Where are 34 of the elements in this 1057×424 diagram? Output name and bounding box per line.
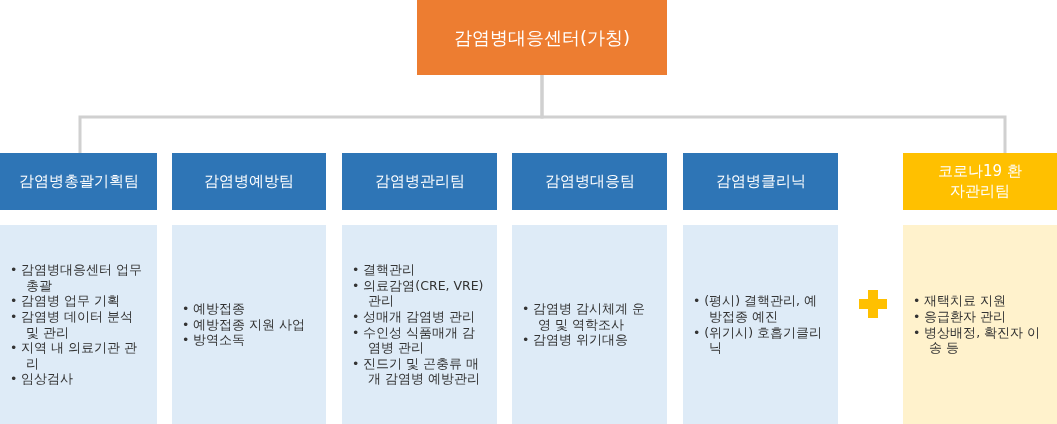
list-item: • 임상검사 — [10, 371, 75, 387]
list-item: • 성매개 감염병 관리 — [352, 308, 477, 325]
duty-panel — [683, 225, 838, 424]
list-item: • 병상배정, 확진자 이송 등 — [913, 324, 1042, 356]
list-item: • 지역 내 의료기관 관리 — [10, 340, 139, 372]
list-item: • 결핵관리 — [352, 262, 417, 278]
list-item: • (위기시) 호흡기클리닉 — [693, 324, 824, 356]
list-item: • 감염병 데이터 분석 및 관리 — [10, 308, 135, 341]
duty-panel — [512, 225, 667, 424]
list-item: • 응급환자 관리 — [913, 308, 1008, 325]
team-box: 감염병관리팀 — [342, 153, 497, 210]
list-item: • 감염병 감시체계 운영 및 역학조사 — [522, 301, 647, 333]
list-item: • 감염병 업무 기획 — [10, 293, 122, 309]
duty-panel — [0, 225, 157, 424]
list-item: • (평시) 결핵관리, 예방접종 예진 — [693, 293, 819, 325]
team-box: 코로나19 환자관리팀 — [903, 153, 1057, 210]
list-item: • 의료감염(CRE, VRE) 관리 — [352, 277, 485, 309]
list-item: • 재택치료 지원 — [913, 293, 1008, 309]
list-item: • 감염병대응센터 업무 총괄 — [10, 262, 144, 294]
list-item: • 감염병 위기대응 — [522, 332, 630, 348]
list-item: • 예방접종 — [182, 301, 247, 317]
duty-panel — [342, 225, 497, 424]
list-item: • 수인성 식품매개 감염병 관리 — [352, 324, 477, 356]
duty-panel — [172, 225, 326, 424]
team-box: 감염병대응팀 — [512, 153, 667, 210]
team-box: 감염병예방팀 — [172, 153, 326, 210]
list-item: • 방역소독 — [182, 332, 247, 348]
team-box: 감염병총괄기획팀 — [0, 153, 157, 210]
list-item: • 예방접종 지원 사업 — [182, 316, 306, 333]
team-box: 감염병클리닉 — [683, 153, 838, 210]
duty-panel — [903, 225, 1057, 424]
connector-line — [540, 75, 1007, 153]
list-item: • 진드기 및 곤충류 매개 감염병 예방관리 — [352, 355, 481, 387]
center-box: 감염병대응센터(가칭) — [417, 0, 667, 75]
